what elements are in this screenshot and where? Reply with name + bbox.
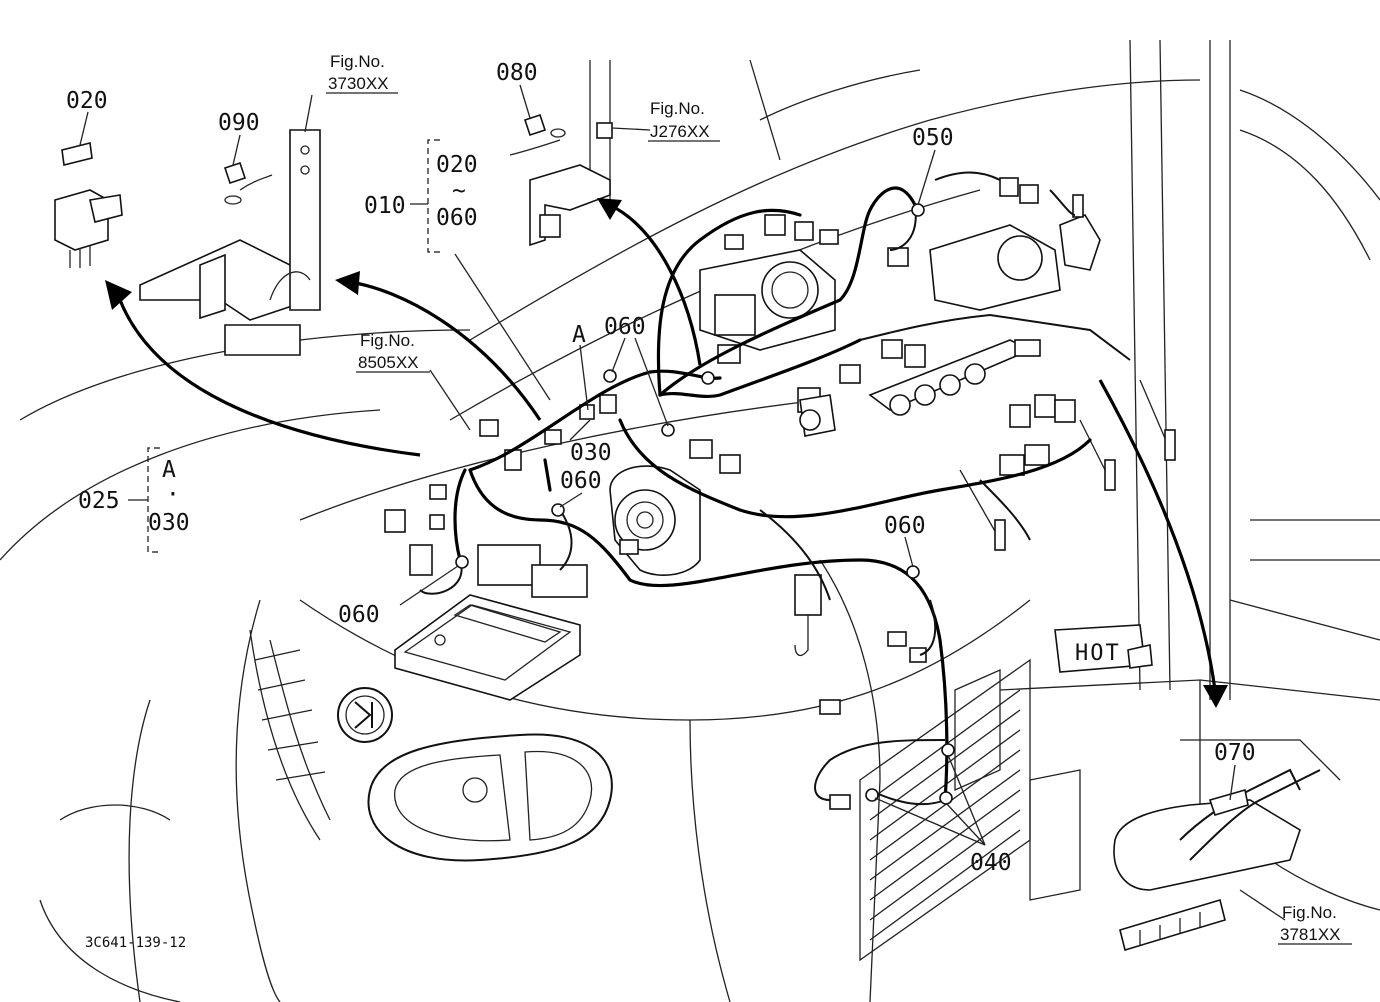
callouts: 020 090 080 050 010 020 ~ 060 A 060 030 …	[66, 60, 1256, 876]
emblem-icon	[337, 687, 393, 743]
figure-ref-3730xx: Fig.No. 3730XX	[326, 52, 398, 94]
reference-arrows	[105, 198, 1228, 708]
fig-number: 8505XX	[358, 353, 419, 372]
callout-060-range: 060	[436, 205, 478, 231]
group-bracket-025	[147, 447, 160, 553]
callout-030: 030	[570, 440, 612, 466]
throttle-body-icon	[699, 249, 836, 351]
callout-070: 070	[1214, 740, 1256, 766]
hot-warning-plate: HOT	[1054, 624, 1146, 673]
figure-ref-j276xx: Fig.No. J276XX	[648, 99, 720, 142]
clamp-icon	[455, 203, 955, 805]
egr-valve-icon	[887, 194, 1101, 311]
fuse-icon	[54, 142, 123, 268]
callout-020: 020	[66, 88, 108, 114]
fig-caption: Fig.No.	[1282, 903, 1337, 922]
injection-pump-icon	[609, 465, 701, 576]
fig-number: 3730XX	[328, 74, 389, 93]
hot-label: HOT	[1075, 641, 1121, 666]
callout-030-group: 030	[148, 510, 190, 536]
callout-060-c: 060	[338, 602, 380, 628]
callout-dot: ·	[166, 482, 180, 508]
sensor-icon	[794, 394, 1153, 669]
ecu-icon	[394, 544, 588, 701]
figure-ref-3781xx: Fig.No. 3781XX	[1278, 903, 1352, 945]
glow-plugs	[959, 379, 1176, 551]
callout-010: 010	[364, 193, 406, 219]
common-rail	[868, 339, 1041, 416]
fig-caption: Fig.No.	[650, 99, 705, 118]
callout-060-d: 060	[884, 513, 926, 539]
leader-lines	[79, 84, 1286, 921]
callout-060-a: 060	[604, 314, 646, 340]
callout-A-group: A	[162, 457, 176, 483]
wiring-harness	[419, 171, 1131, 806]
callout-060-b: 060	[560, 468, 602, 494]
callout-tilde: ~	[452, 178, 466, 204]
harness-clamp-bracket	[1113, 768, 1321, 952]
fig-caption: Fig.No.	[330, 52, 385, 71]
callout-040: 040	[970, 850, 1012, 876]
headlight-icon	[367, 733, 613, 862]
callout-A-top: A	[572, 322, 586, 348]
callout-050: 050	[912, 125, 954, 151]
callout-090: 090	[218, 110, 260, 136]
callout-025: 025	[78, 488, 120, 514]
front-grille	[249, 629, 331, 841]
callout-020-range: 020	[436, 152, 478, 178]
mount-bracket	[529, 122, 613, 247]
callout-080: 080	[496, 60, 538, 86]
figure-ref-8505xx: Fig.No. 8505XX	[356, 331, 430, 373]
relay-icon	[139, 129, 321, 356]
fig-number: 3781XX	[1280, 925, 1341, 944]
fig-number: J276XX	[650, 122, 710, 141]
fig-caption: Fig.No.	[360, 331, 415, 350]
hood-outline	[0, 39, 1380, 1002]
drawing-code: 3C641-139-12	[85, 935, 186, 951]
group-bracket-010	[427, 139, 440, 253]
bolt-icon	[223, 113, 566, 205]
